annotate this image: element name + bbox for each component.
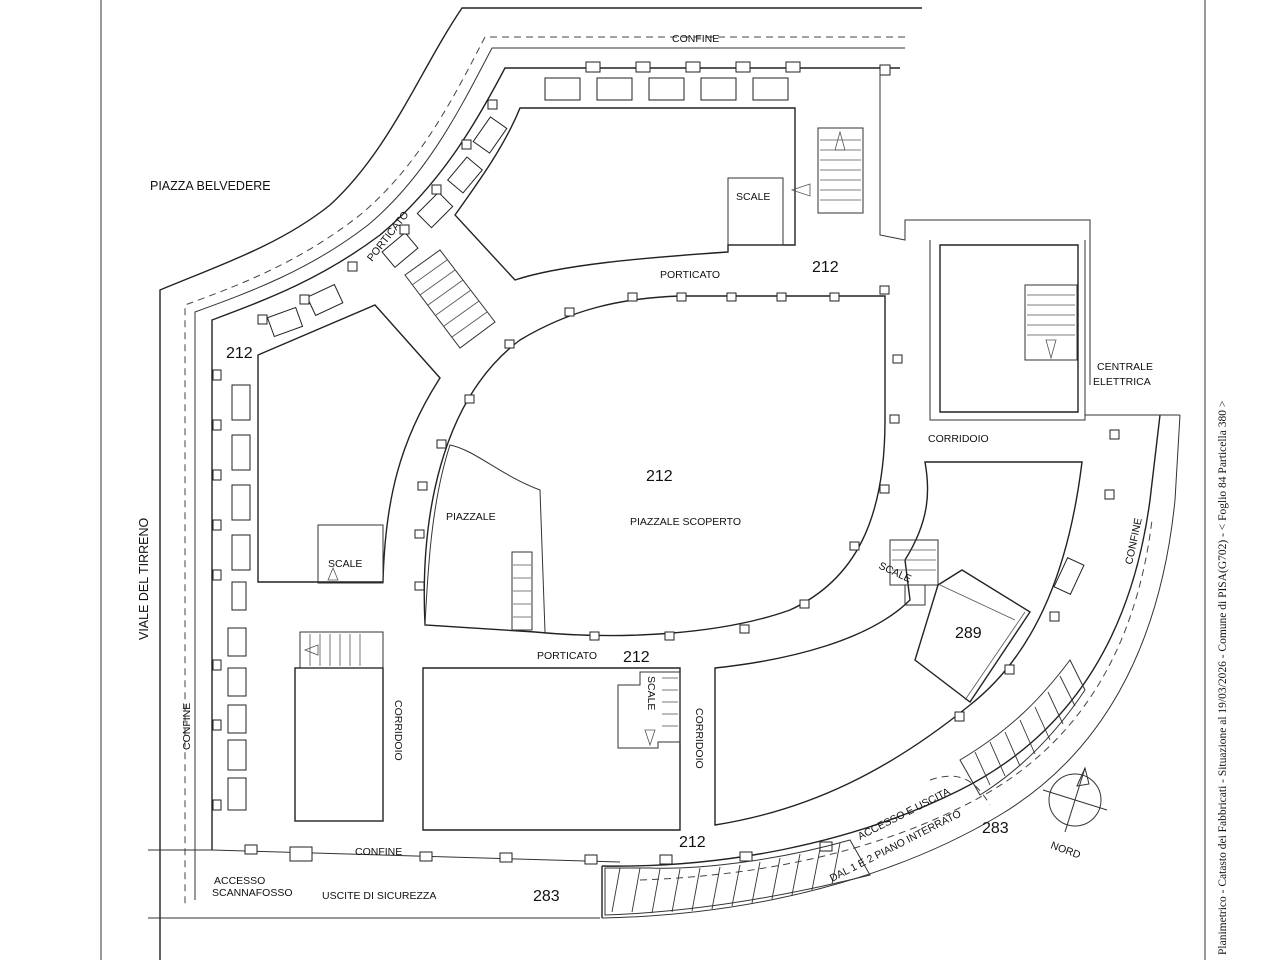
southeast-boundary (601, 414, 1181, 919)
scale-label-northeast: SCALE (736, 191, 770, 203)
north-arrow-icon (1042, 766, 1108, 833)
ramp-hatching (604, 659, 1086, 916)
parcel-212-west: 212 (226, 345, 253, 362)
bottom-pillars (244, 841, 833, 865)
porticato-label-south: PORTICATO (537, 650, 597, 662)
centrale-label-line2: ELETTRICA (1093, 376, 1151, 388)
diagonal-portico-boxes (257, 99, 508, 338)
parcel-283-south: 283 (533, 888, 560, 905)
piazza-belvedere-label: PIAZZA BELVEDERE (150, 179, 271, 193)
parcel-212-northeast: 212 (812, 259, 839, 276)
parcel-212-bottom: 212 (679, 834, 706, 851)
west-building (257, 304, 441, 584)
confine-label-east: CONFINE (1123, 517, 1145, 566)
northeast-block (454, 70, 1091, 385)
outer-boundary (148, 7, 922, 960)
left-column-boxes (212, 369, 251, 811)
top-portico-boxes (544, 61, 891, 101)
confine-label-top: CONFINE (672, 33, 719, 45)
parcel-289: 289 (955, 625, 982, 642)
central-courtyard (414, 285, 903, 641)
corridoio-label-east: CORRIDOIO (928, 433, 989, 445)
parcel-212-south: 212 (623, 649, 650, 666)
accesso-label-line1: ACCESSO (214, 875, 265, 887)
parcel-212-center: 212 (646, 468, 673, 485)
confine-label-bottom: CONFINE (355, 846, 402, 858)
confine-label-west: CONFINE (181, 703, 193, 750)
southeast-building (714, 461, 1083, 826)
uscite-label: USCITE DI SICUREZZA (322, 890, 436, 902)
scale-label-southeast: SCALE (877, 560, 913, 585)
accesso-label-line2: SCANNAFOSSO (212, 887, 293, 899)
central-diagonal-stair (404, 249, 496, 349)
utility-block (929, 240, 1086, 421)
scale-label-west: SCALE (328, 558, 362, 570)
cadastral-caption: Planimetrico - Catasto dei Fabbricati - … (1217, 401, 1229, 955)
southwest-building (294, 631, 384, 822)
corridoio-label-west: CORRIDOIO (392, 700, 404, 761)
piazzale-scoperto-label: PIAZZALE SCOPERTO (630, 516, 741, 528)
south-central-building (422, 667, 681, 831)
viale-tirreno-label: VIALE DEL TIRRENO (137, 517, 151, 640)
scale-label-south: SCALE (645, 676, 657, 710)
piazzale-label: PIAZZALE (446, 511, 496, 523)
east-curved-boxes (954, 429, 1120, 722)
parcel-283-east: 283 (982, 820, 1009, 837)
centrale-label-line1: CENTRALE (1097, 361, 1153, 373)
porticato-label-north: PORTICATO (660, 269, 720, 281)
corridoio-label-south: CORRIDOIO (693, 708, 705, 769)
nord-label: NORD (1049, 840, 1083, 862)
